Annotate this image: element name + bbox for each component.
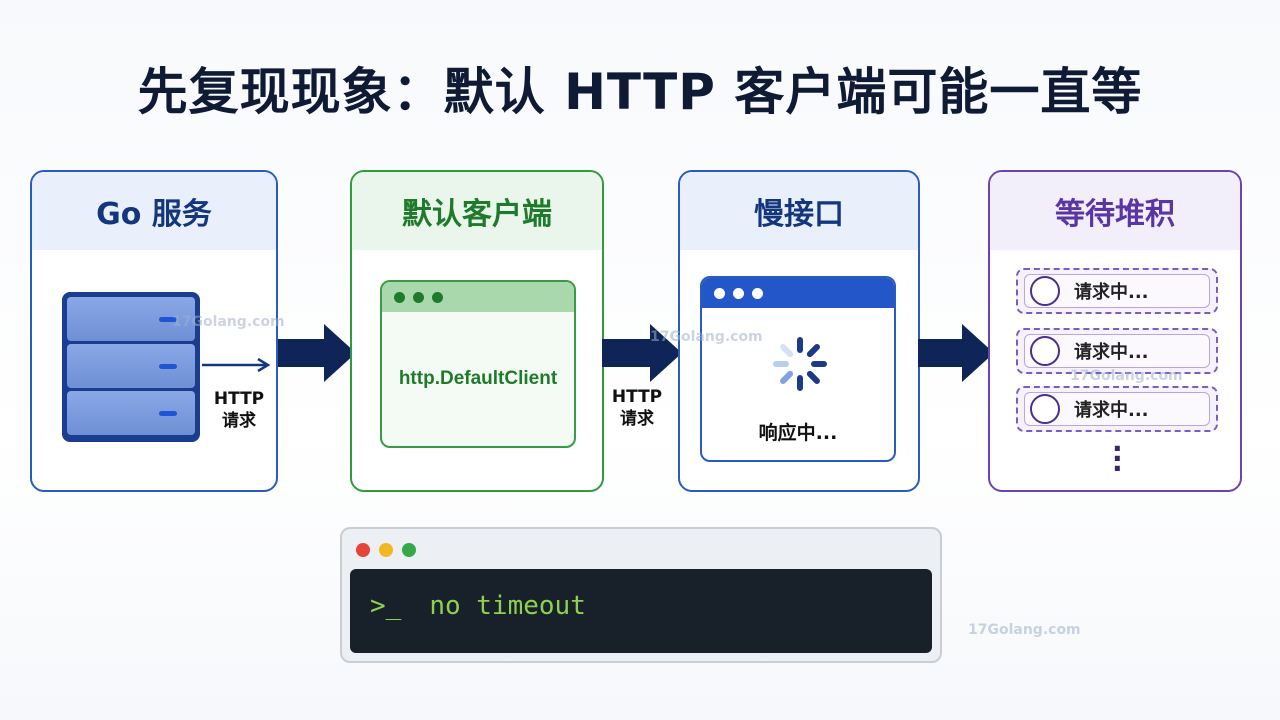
pending-clock-icon xyxy=(1030,276,1060,306)
panel-slow-api-title: 慢接口 xyxy=(680,172,918,250)
panel-default-client: 默认客户端 http.DefaultClient xyxy=(350,170,604,492)
request-label-line-2: 请求 xyxy=(222,411,256,432)
flow-arrow-icon xyxy=(918,324,994,382)
request-arrow-icon xyxy=(202,358,271,372)
maximize-dot-icon xyxy=(402,543,416,557)
client-code-text: http.DefaultClient xyxy=(398,368,558,389)
page-title: 先复现现象：默认 HTTP 客户端可能一直等 xyxy=(137,63,1143,121)
server-unit xyxy=(67,297,195,341)
pending-request-item: 请求中... xyxy=(1016,328,1218,374)
request-label: HTTP 请求 xyxy=(208,388,270,432)
connector-label: HTTP 请求 xyxy=(606,386,668,430)
server-unit xyxy=(67,391,195,435)
window-dot-icon xyxy=(714,287,725,299)
pending-request-label: 请求中... xyxy=(1074,282,1149,303)
server-unit xyxy=(67,344,195,388)
request-label-line-1: HTTP xyxy=(213,389,265,409)
terminal-output: no timeout xyxy=(429,591,586,621)
terminal-prompt: >_ xyxy=(370,591,402,621)
panel-go-service-title: Go 服务 xyxy=(32,172,276,250)
watermark: 17Golang.com xyxy=(1070,368,1183,384)
terminal-window-controls xyxy=(356,543,416,557)
pending-clock-icon xyxy=(1030,336,1060,366)
flow-arrow-icon xyxy=(278,324,356,382)
server-led xyxy=(159,411,177,416)
window-dot-icon xyxy=(733,287,744,299)
panel-default-client-title: 默认客户端 xyxy=(352,172,602,250)
watermark: 17Golang.com xyxy=(650,329,763,345)
terminal-window: >_ no timeout xyxy=(340,527,942,663)
client-window: http.DefaultClient xyxy=(380,280,576,448)
panel-slow-api: 慢接口 响应中... xyxy=(678,170,920,492)
panel-waiting-pileup-title: 等待堆积 xyxy=(990,172,1240,250)
close-dot-icon xyxy=(356,543,370,557)
watermark: 17Golang.com xyxy=(968,622,1081,638)
server-led xyxy=(159,317,177,322)
server-led xyxy=(159,364,177,369)
flow-arrow-icon xyxy=(602,324,682,382)
pending-request-item: 请求中... xyxy=(1016,386,1218,432)
server-icon xyxy=(62,292,200,442)
pending-request-item: 请求中... xyxy=(1016,268,1218,314)
connector-label-line-1: HTTP xyxy=(611,387,663,407)
pending-clock-icon xyxy=(1030,394,1060,424)
watermark: 17Golang.com xyxy=(172,314,285,330)
window-titlebar xyxy=(382,282,574,312)
loading-spinner-icon xyxy=(773,337,827,391)
more-ellipsis-icon: ··· xyxy=(1112,432,1123,485)
panel-waiting-pileup: 等待堆积 请求中... 请求中... 请求中... ··· xyxy=(988,170,1242,492)
slow-api-window: 响应中... xyxy=(700,276,896,462)
window-dot-icon xyxy=(752,287,763,299)
minimize-dot-icon xyxy=(379,543,393,557)
window-dot-icon xyxy=(394,291,405,303)
pending-request-label: 请求中... xyxy=(1074,342,1149,363)
terminal-body: >_ no timeout xyxy=(350,569,932,653)
window-dot-icon xyxy=(432,291,443,303)
window-titlebar xyxy=(702,278,894,308)
response-status-text: 响应中... xyxy=(758,422,838,444)
connector-label-line-2: 请求 xyxy=(620,409,654,430)
panel-go-service: Go 服务 HTTP 请求 xyxy=(30,170,278,492)
pending-request-label: 请求中... xyxy=(1074,400,1149,421)
window-dot-icon xyxy=(413,291,424,303)
